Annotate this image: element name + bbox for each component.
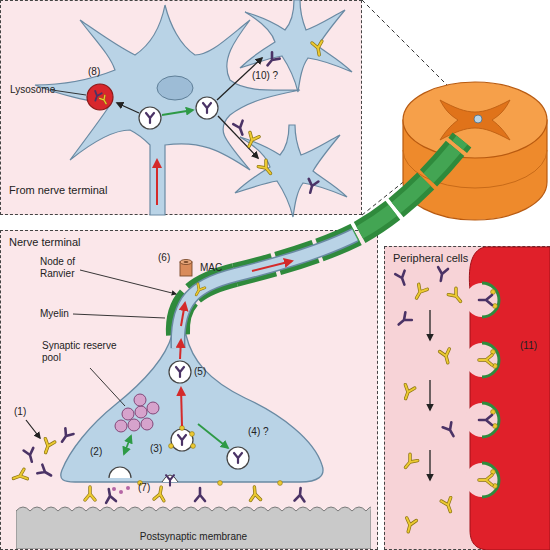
part-label: Node of Ranvier bbox=[40, 256, 90, 279]
flow-arrow bbox=[429, 450, 430, 480]
flow-arrow bbox=[117, 103, 139, 113]
antibody bbox=[479, 295, 492, 305]
synaptic-vesicle bbox=[134, 394, 146, 406]
antibody bbox=[193, 284, 205, 297]
nucleus bbox=[157, 76, 193, 100]
vesicle bbox=[169, 361, 191, 383]
transport-arrow bbox=[162, 110, 193, 115]
antibody bbox=[479, 355, 492, 365]
transport-arrow bbox=[181, 388, 182, 426]
callout-number: (10) ? bbox=[252, 70, 278, 82]
mac-top bbox=[180, 260, 192, 265]
mac-hole bbox=[184, 261, 189, 263]
grey-matter bbox=[440, 100, 510, 140]
synaptic-vesicle bbox=[147, 402, 159, 414]
antibody bbox=[479, 475, 492, 485]
callout-number: (8) bbox=[88, 66, 100, 78]
synaptic-vesicle bbox=[135, 406, 147, 418]
synaptic-vesicle bbox=[128, 419, 140, 431]
pit bbox=[465, 343, 499, 377]
endocytic-pit bbox=[465, 403, 499, 437]
pit bbox=[465, 463, 499, 497]
pit bbox=[465, 403, 499, 437]
reserve-pool bbox=[115, 394, 159, 432]
callout-number: (11) bbox=[520, 340, 537, 352]
fusing-vesicle bbox=[109, 467, 131, 478]
transport-arrow bbox=[198, 424, 228, 448]
callout-number: (3) bbox=[150, 443, 162, 455]
vesicle bbox=[139, 107, 161, 129]
endocytic-pit bbox=[465, 343, 499, 377]
part-label: Myelin bbox=[40, 308, 69, 320]
callout-number: (4) ? bbox=[248, 426, 269, 438]
vesicle bbox=[171, 429, 193, 451]
transport-arrow bbox=[252, 261, 292, 271]
ganglioside bbox=[278, 481, 283, 486]
node-title: Nerve terminal bbox=[9, 236, 81, 248]
neurotransmitter bbox=[126, 486, 130, 490]
synaptic-vesicle bbox=[141, 418, 153, 430]
transport-arrow bbox=[181, 303, 185, 326]
spinal-cord bbox=[403, 82, 547, 220]
cord-top bbox=[403, 82, 547, 158]
transport-arrow bbox=[180, 340, 181, 359]
mac-pore bbox=[180, 260, 192, 277]
part-label: Synaptic reserve pool bbox=[42, 340, 130, 363]
endocytic-pit bbox=[465, 463, 499, 497]
node-title: From nerve terminal bbox=[9, 184, 107, 196]
synaptic-vesicle bbox=[122, 408, 134, 420]
callout-number: (1) bbox=[14, 406, 26, 418]
callout-number: (2) bbox=[90, 446, 102, 458]
transport-arrow bbox=[124, 436, 131, 454]
antibody bbox=[479, 415, 492, 425]
part-label: MAC bbox=[200, 262, 222, 274]
neurotransmitter bbox=[119, 490, 123, 494]
ganglioside bbox=[190, 432, 195, 437]
node-title: Peripheral cells bbox=[393, 252, 468, 264]
vesicle bbox=[196, 97, 218, 119]
neurotransmitter bbox=[112, 487, 116, 491]
callout-number: (7) bbox=[138, 482, 150, 494]
motor-neuron-dot bbox=[474, 115, 482, 123]
flow-arrow bbox=[429, 380, 430, 410]
pit bbox=[465, 283, 499, 317]
vesicle bbox=[227, 447, 249, 469]
flow-arrow bbox=[429, 310, 430, 340]
membrane-band: Postsynaptic membrane bbox=[16, 501, 371, 549]
ganglioside bbox=[493, 304, 498, 309]
callout-number: (5) bbox=[194, 366, 206, 378]
endocytic-pit bbox=[465, 283, 499, 317]
ganglioside bbox=[191, 444, 196, 449]
synaptic-vesicle bbox=[115, 420, 127, 432]
ganglioside bbox=[491, 290, 496, 295]
antibody bbox=[100, 95, 109, 105]
ganglioside bbox=[493, 424, 498, 429]
transport-arrow bbox=[156, 160, 158, 205]
ganglioside bbox=[169, 444, 174, 449]
antibody bbox=[92, 91, 102, 102]
ganglioside bbox=[218, 481, 223, 486]
node-title: Postsynaptic membrane bbox=[16, 531, 371, 542]
callout-number: (6) bbox=[158, 252, 170, 264]
membrane-outline bbox=[16, 507, 371, 549]
part-label: Lysosome bbox=[10, 84, 55, 96]
ganglioside bbox=[491, 410, 496, 415]
lysosome bbox=[87, 84, 113, 110]
ganglioside bbox=[180, 426, 185, 431]
